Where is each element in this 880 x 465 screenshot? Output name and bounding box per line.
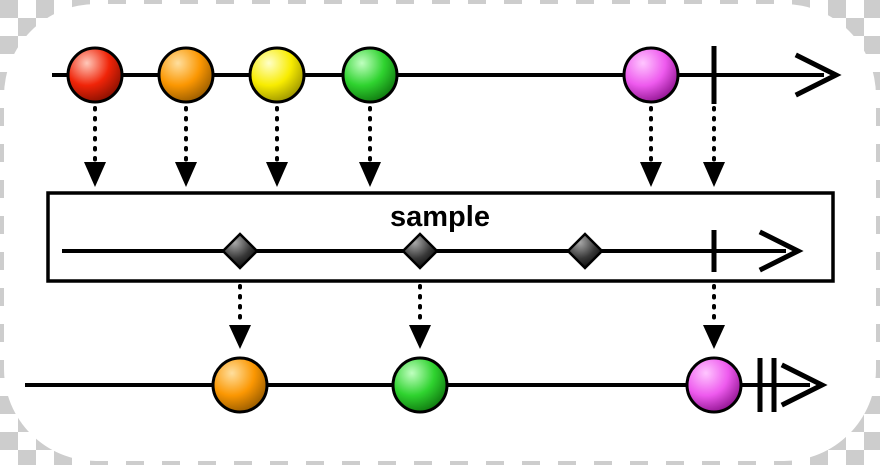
operator-timeline-arrowhead — [758, 229, 804, 273]
output-marble-green — [391, 356, 449, 414]
output-marble-magenta — [685, 356, 743, 414]
dashed-arrow-to-magenta — [703, 284, 725, 349]
arrowhead-icon — [359, 162, 381, 187]
arrowhead-icon — [409, 325, 431, 349]
arrowhead-icon — [229, 325, 251, 349]
dashed-arrow-from-green — [359, 106, 381, 187]
source-timeline-arrowhead — [794, 52, 842, 98]
arrowhead-icon — [703, 325, 725, 349]
dashed-arrow-from-magenta — [640, 106, 662, 187]
arrowhead-icon — [703, 162, 725, 187]
sample-marker-3 — [566, 232, 604, 270]
source-stream — [52, 46, 842, 104]
dashed-arrow-to-orange — [229, 284, 251, 349]
output-marble-orange — [211, 356, 269, 414]
arrowhead-icon — [84, 162, 106, 187]
arrowhead-icon — [175, 162, 197, 187]
arrowhead-icon — [266, 162, 288, 187]
dashed-arrow-to-green — [409, 284, 431, 349]
output-arrows — [229, 284, 725, 349]
source-marble-yellow — [248, 46, 306, 104]
sample-marker-2 — [401, 232, 439, 270]
dashed-arrow-from-complete — [703, 106, 725, 187]
dashed-arrow-from-red — [84, 106, 106, 187]
source-marble-green — [341, 46, 399, 104]
output-timeline-arrowhead — [780, 362, 828, 408]
input-arrows — [84, 106, 725, 187]
dashed-arrow-from-yellow — [266, 106, 288, 187]
operator-box-frame — [46, 191, 835, 283]
source-marble-red — [66, 46, 124, 104]
source-marble-magenta — [622, 46, 680, 104]
arrowhead-icon — [640, 162, 662, 187]
sample-marker-1 — [221, 232, 259, 270]
dashed-arrow-from-orange — [175, 106, 197, 187]
operator-box: sample — [46, 191, 835, 283]
operator-label: sample — [390, 201, 490, 233]
source-marble-orange — [157, 46, 215, 104]
output-stream — [25, 356, 828, 414]
